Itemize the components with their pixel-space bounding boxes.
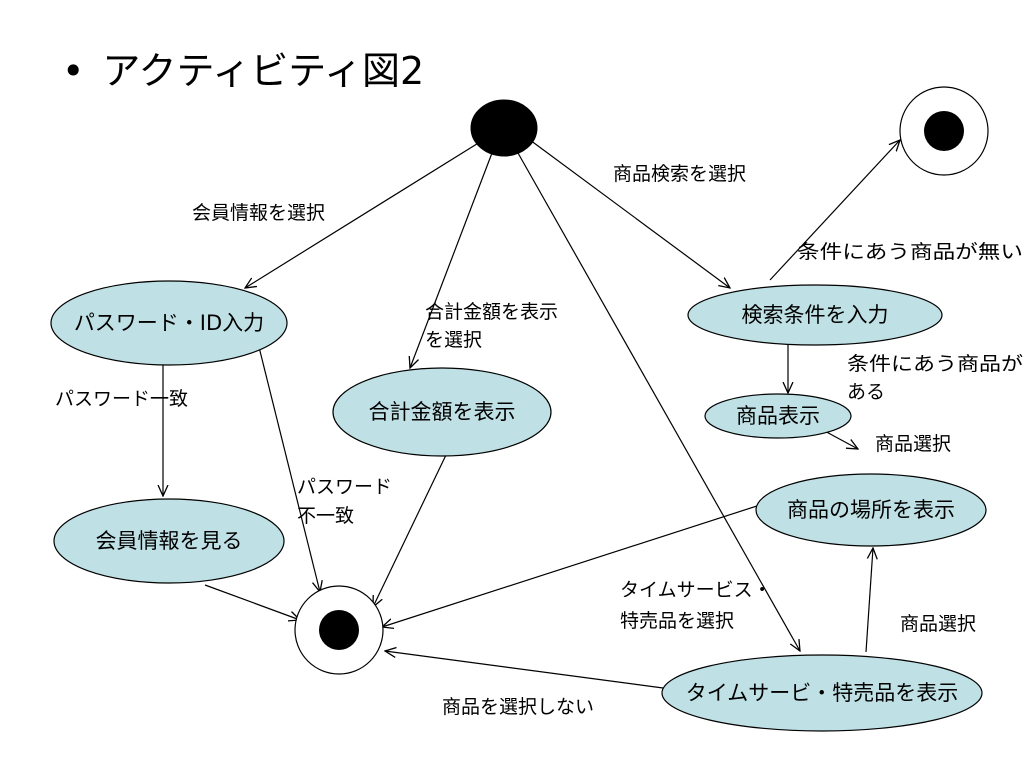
- edge-start-to-search: [529, 139, 730, 288]
- label-product-select-2: 商品選択: [900, 613, 976, 635]
- label-match-product-line1: 条件にあう商品が: [847, 353, 1023, 375]
- edge-timesale-to-final: [385, 651, 664, 689]
- node-product-display-label: 商品表示: [736, 404, 820, 428]
- initial-node: [470, 99, 538, 157]
- label-select-total-line1: 合計金額を表示: [425, 301, 558, 323]
- edge-labels: 会員情報を選択 合計金額を表示 を選択 商品検索を選択 パスワード一致 パスワー…: [55, 163, 1023, 718]
- node-member-info-view: 会員情報を見る: [53, 498, 285, 584]
- node-password-id: パスワード・ID入力: [50, 280, 288, 366]
- edge-location-to-final: [382, 504, 761, 627]
- final-node-top: [899, 86, 989, 176]
- node-search-input-label: 検索条件を入力: [742, 303, 889, 327]
- node-total-display-label: 合計金額を表示: [369, 400, 516, 424]
- label-password-mismatch-line2: 不一致: [297, 505, 354, 527]
- label-product-select-1: 商品選択: [875, 433, 951, 455]
- edge-search-to-final-top: [769, 140, 900, 281]
- node-timesale-display: タイムサービ・特売品を表示: [661, 654, 983, 732]
- node-timesale-display-label: タイムサービ・特売品を表示: [686, 681, 959, 705]
- edge-start-to-total: [410, 152, 493, 368]
- edge-start-to-timesale: [517, 152, 800, 651]
- label-timesale-select-line1: タイムサービス・: [620, 579, 772, 601]
- edge-member-to-final: [204, 584, 300, 620]
- title-text: アクティビティ図2: [102, 49, 425, 93]
- edge-password-to-final: [257, 342, 320, 592]
- node-search-input: 検索条件を入力: [687, 284, 943, 346]
- edge-timesale-to-location: [865, 548, 873, 653]
- label-select-total-line2: を選択: [425, 329, 482, 351]
- final-node-bottom: [294, 585, 384, 675]
- label-not-select-product: 商品を選択しない: [442, 696, 594, 718]
- label-no-match-product: 条件にあう商品が無い: [797, 241, 1023, 263]
- slide-title: • アクティビティ図2: [62, 40, 424, 95]
- title-bullet: •: [62, 49, 85, 93]
- node-product-display: 商品表示: [704, 393, 852, 439]
- node-location-display-label: 商品の場所を表示: [787, 498, 955, 522]
- node-member-info-view-label: 会員情報を見る: [96, 529, 243, 553]
- label-select-member-info: 会員情報を選択: [192, 202, 325, 224]
- node-password-id-label: パスワード・ID入力: [74, 311, 264, 335]
- label-timesale-select-line2: 特売品を選択: [620, 610, 734, 632]
- label-match-product-line2: ある: [847, 381, 885, 403]
- label-select-search: 商品検索を選択: [613, 163, 746, 185]
- edge-start-to-password: [245, 141, 481, 288]
- node-location-display: 商品の場所を表示: [755, 473, 987, 547]
- label-password-mismatch-line1: パスワード: [297, 476, 392, 498]
- node-total-display: 合計金額を表示: [332, 367, 552, 457]
- edge-total-to-final: [373, 454, 447, 607]
- label-password-match: パスワード一致: [55, 388, 188, 410]
